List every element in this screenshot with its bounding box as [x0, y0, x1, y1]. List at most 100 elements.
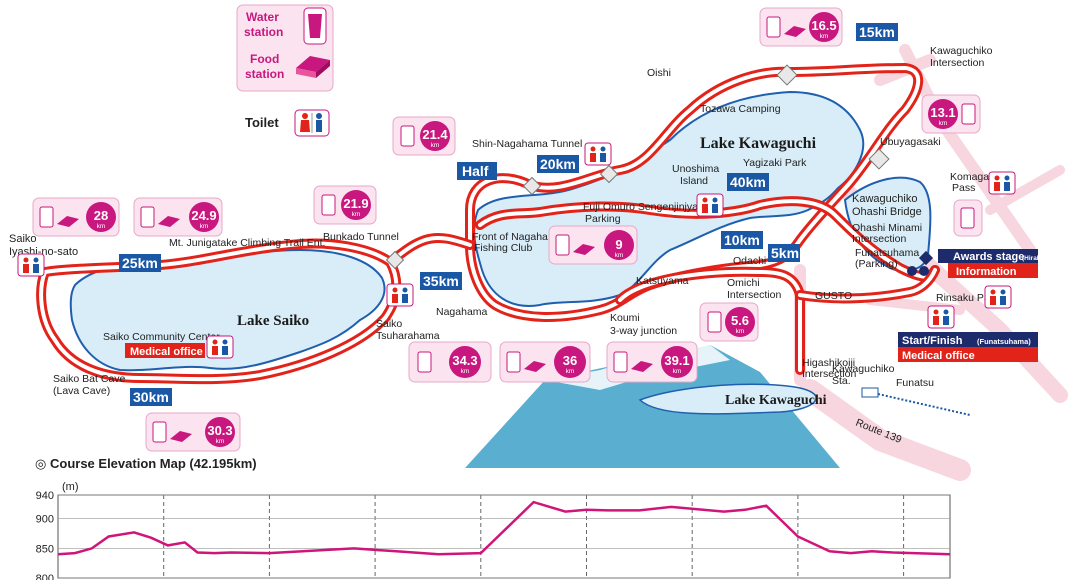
label-unoshima: Unoshima	[672, 163, 719, 175]
svg-text:km: km	[939, 120, 948, 127]
svg-text:Medical office: Medical office	[902, 350, 975, 362]
station-13-1: 13.1 km	[921, 94, 981, 134]
svg-text:30.3: 30.3	[207, 423, 232, 438]
place-labels: Oishi Tozawa Camping Kawaguchiko Interse…	[9, 45, 999, 446]
svg-text:40km: 40km	[730, 174, 766, 190]
svg-text:(Funatsuhama): (Funatsuhama)	[977, 337, 1031, 346]
lake-saiko-label: Lake Saiko	[237, 313, 309, 329]
svg-text:Medical office: Medical office	[130, 346, 203, 358]
label-kawaguchiko-sta-2: Sta.	[832, 375, 851, 387]
svg-text:13.1: 13.1	[930, 105, 955, 120]
label-funatsuhama-2: (Parking)	[855, 258, 898, 270]
svg-text:Information: Information	[956, 266, 1017, 278]
label-unoshima-2: Island	[680, 175, 708, 187]
elevation-ylabel: (m)	[62, 481, 79, 493]
label-omichi-2: Intersection	[727, 289, 781, 301]
svg-text:km: km	[566, 368, 575, 375]
water-cup-icon	[303, 7, 327, 45]
station-16-5: 16.5 km	[759, 7, 843, 47]
label-odachi: Odachi	[733, 255, 766, 267]
tunnel-icon-bunkado	[385, 250, 405, 270]
small-lake	[638, 383, 817, 415]
label-fuji-omuro: Fuji Omuro Sengenjinjya	[583, 201, 698, 213]
label-ohashi-bridge: Kawaguchiko	[852, 193, 917, 205]
elevation-ytick-900: 900	[36, 514, 54, 526]
food-tray-icon	[296, 56, 330, 78]
tunnel-icon-unoshima	[599, 164, 619, 184]
elevation-ytick-940: 940	[36, 490, 54, 502]
label-koumi-2: 3-way junction	[610, 325, 677, 337]
start-finish-panel: Start/Finish (Funatsuhama) Medical offic…	[898, 332, 1038, 362]
station-34-3: 34.3 km	[408, 341, 492, 383]
svg-text:km: km	[615, 252, 624, 259]
elevation-chart: ◎ Course Elevation Map (42.195km) (m) 80…	[35, 456, 951, 580]
label-nagahama-fc-2: Fishing Club	[474, 242, 533, 254]
station-badges: 16.5 km 13.1 km 21.4 km 21.9 km	[32, 7, 983, 452]
label-nagahama-fc: Front of Nagahama	[472, 231, 563, 243]
label-higashikoiji: Higashikoiji	[802, 357, 855, 369]
label-junigatake: Mt. Junigatake Climbing Trail Ent.	[169, 237, 325, 249]
label-oishi: Oishi	[647, 67, 671, 79]
toilet-icons	[17, 142, 1016, 359]
station-28: 28 km	[32, 197, 120, 237]
marathon-route	[36, 63, 940, 385]
legend-water-line2: station	[244, 25, 283, 39]
label-bat-cave-2: (Lava Cave)	[53, 385, 110, 397]
station-30-3: 30.3 km	[145, 412, 241, 452]
svg-text:21.9: 21.9	[343, 196, 368, 211]
svg-text:Start/Finish: Start/Finish	[902, 335, 963, 347]
tunnel-icon-oishi	[776, 64, 798, 86]
svg-text:15km: 15km	[859, 24, 895, 40]
elevation-ytick-800: 800	[36, 573, 54, 580]
label-kawaguchiko-int-2: Intersection	[930, 57, 984, 69]
km-marker-30: 30km	[130, 388, 172, 406]
toilet-icon-community	[206, 335, 234, 359]
label-ohashi-minami-2: Intersection	[852, 233, 906, 245]
label-tsuharahama-2: Tsuharahama	[376, 330, 440, 342]
toilet-icon-rinsaku	[984, 285, 1012, 309]
awards-stage-flag	[918, 250, 934, 266]
label-tozawa: Tozawa Camping	[700, 103, 781, 115]
km-marker-half: Half	[457, 162, 497, 180]
kawaguchiko-station-icon	[861, 387, 879, 398]
label-koumi: Koumi	[610, 312, 640, 324]
svg-text:10km: 10km	[724, 232, 760, 248]
tunnel-icon-ubuyagasaki	[868, 148, 890, 170]
km-marker-40: 40km	[727, 173, 769, 191]
km-marker-15: 15km	[856, 23, 898, 41]
label-tsuharahama: Saiko	[376, 318, 402, 330]
label-higashikoiji-2: Intersection	[802, 368, 856, 380]
elevation-title-icon: ◎	[35, 456, 46, 471]
elevation-ytick-850: 850	[36, 543, 54, 555]
awards-stage-panel: Awards stage (Hirahama) Information	[907, 249, 1056, 278]
label-community: Saiko Community Center	[103, 331, 220, 343]
toilet-icon-nagahama	[386, 283, 414, 307]
label-iyashi: Saiko	[9, 233, 37, 245]
station-24-9: 24.9 km	[133, 197, 223, 237]
km-marker-5: 5km	[768, 244, 800, 262]
svg-text:21.4: 21.4	[422, 127, 448, 142]
svg-text:km: km	[820, 33, 829, 40]
lake-kawaguchi-label: Lake Kawaguchi	[700, 135, 817, 152]
svg-text:km: km	[431, 142, 440, 149]
label-funatsuhama: Funatsuhama	[855, 247, 919, 259]
svg-text:30km: 30km	[133, 389, 169, 405]
label-gusto: GUSTO	[815, 290, 852, 302]
elevation-line	[57, 500, 951, 556]
svg-text:36: 36	[563, 353, 577, 368]
label-funatsu: Funatsu	[896, 377, 934, 389]
svg-text:39.1: 39.1	[664, 353, 689, 368]
legend-food-line1: Food	[250, 52, 279, 66]
svg-text:Half: Half	[462, 163, 489, 179]
toilet-icon-komagari	[988, 171, 1016, 195]
legend-food-line2: station	[245, 67, 284, 81]
km-marker-25: 25km	[119, 254, 161, 272]
label-fuji-omuro-2: Parking	[585, 213, 621, 225]
label-katsuyama: Katsuyama	[636, 275, 689, 287]
svg-text:20km: 20km	[540, 156, 576, 172]
label-kawaguchiko-int: Kawaguchiko	[930, 45, 993, 57]
station-21-9: 21.9 km	[313, 185, 377, 225]
svg-text:km: km	[461, 368, 470, 375]
toilet-icon-iyashi	[17, 253, 45, 277]
